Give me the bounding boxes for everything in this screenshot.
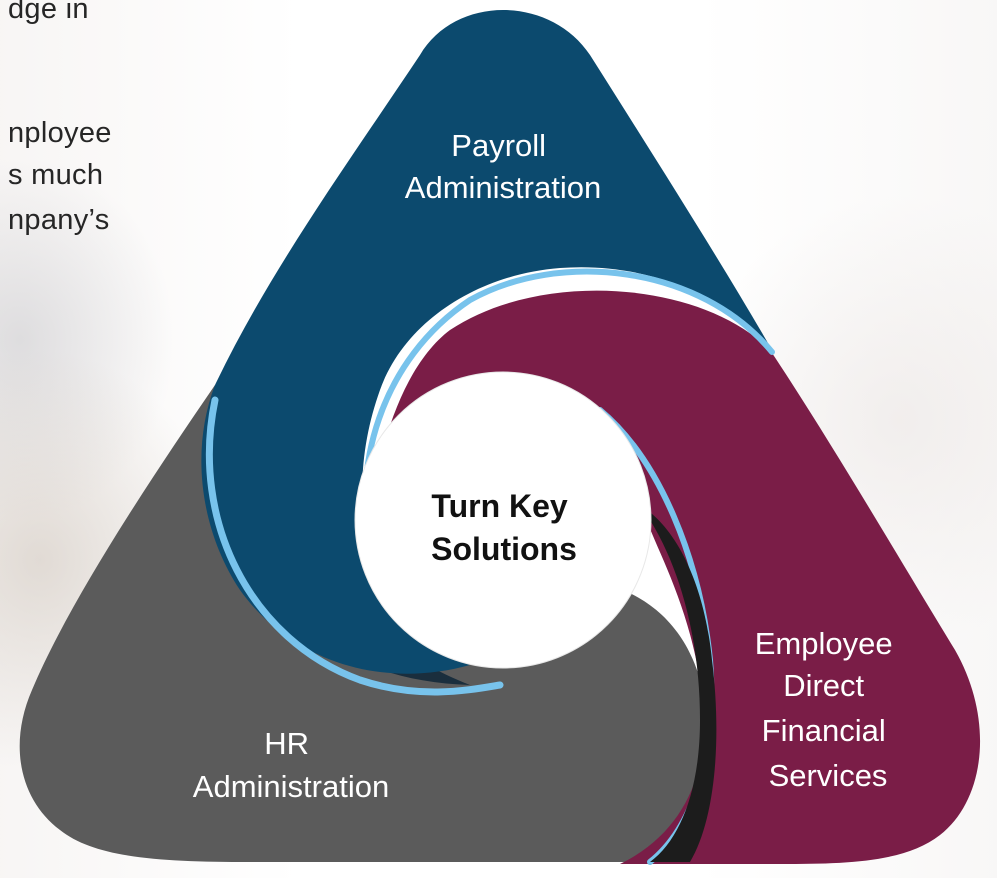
segment-employee-direct-financial-services[interactable] xyxy=(370,290,981,864)
employee-label-line: Financial xyxy=(762,713,886,748)
payroll-label-line: Administration xyxy=(405,170,601,205)
center-label: Turn Key Solutions xyxy=(431,488,577,567)
accent-arc-top xyxy=(205,396,504,696)
employee-label-line: Employee xyxy=(755,626,893,661)
employee-label: Employee Direct Financial Services xyxy=(755,626,901,793)
paragraph-line: npany’s xyxy=(8,204,110,236)
employee-label-line: Services xyxy=(769,758,888,793)
paragraph-line: nployee xyxy=(8,117,112,149)
payroll-label-line: Payroll xyxy=(451,128,546,163)
paragraph-line: dge in xyxy=(8,0,89,25)
hr-label-line: Administration xyxy=(193,769,389,804)
hr-label: HR Administration xyxy=(193,726,389,804)
paragraph-line: s much xyxy=(8,159,104,191)
center-circle xyxy=(355,372,651,668)
center-label-line: Solutions xyxy=(431,531,577,567)
employee-label-line: Direct xyxy=(783,668,864,703)
segment-payroll-administration[interactable] xyxy=(201,10,772,674)
center-label-line: Turn Key xyxy=(431,488,568,524)
payroll-label: Payroll Administration xyxy=(405,128,601,205)
hr-label-line: HR xyxy=(264,726,309,761)
segment-hr-administration[interactable] xyxy=(19,385,710,862)
